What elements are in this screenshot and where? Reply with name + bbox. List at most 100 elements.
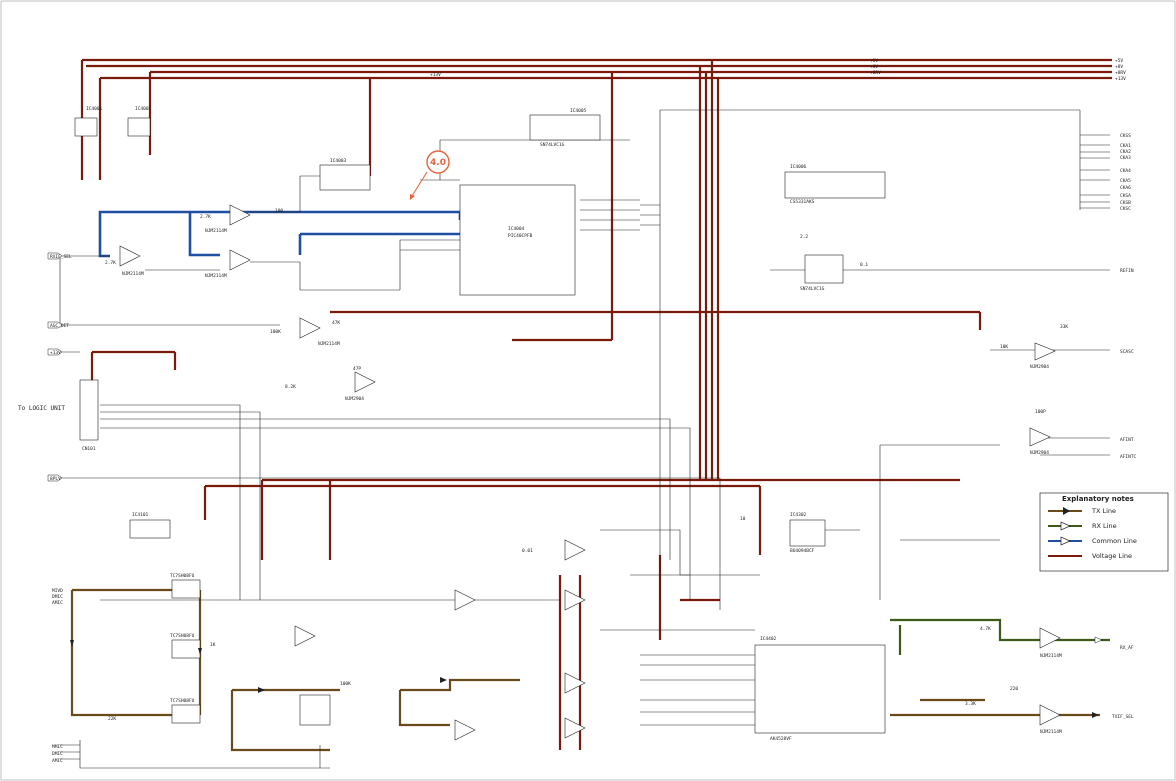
opamp-agc [299,317,321,339]
opamp-agc-part: NJM2114M [318,341,340,347]
legend-label-common: Common Line [1092,537,1137,545]
opamp-4002-part: NJM2114M [205,273,227,279]
ic-4002-label: IC4002 [135,106,152,112]
opamp-afint-part: NJM2904 [1030,450,1049,456]
right-mid-ports: CKSS CKA1 CKA2 CKA3 CKA4 CKA5 CKA6 CKSA … [1120,133,1131,212]
net-label-8v: +8V [870,64,878,70]
value-labels: 100 2.7K 2.7K 100K 47K 8.2K 47P 10K 33K … [105,208,1068,722]
legend: Explanatory notes TX Line RX Line Common… [1039,492,1169,572]
r4412b-value: 4.7K [980,626,991,632]
opamp-rxif [119,245,141,267]
ic-4005-part: SN74LVC1G [540,142,565,148]
legend-item-voltage: Voltage Line [1048,552,1132,560]
arrow-right-hollow-icon [1060,521,1071,531]
port-13v: +13V [47,348,63,356]
r4105-value: 22K [108,716,116,722]
port-cksa: CKSA [1120,193,1131,199]
opamp-scasc [1034,342,1056,361]
ic-shift [789,519,826,547]
arrow-right-filled-icon [1063,507,1070,515]
c4503-value: 0.1 [860,262,868,268]
signal-wiring [59,109,1110,769]
ic-4003-label: IC4003 [330,158,347,164]
tx-arrow-icon [258,687,265,693]
opamp-4001-part: NJM2114M [205,228,227,234]
svg-text:RXIF_SEL: RXIF_SEL [50,254,72,260]
ic-switch [299,694,331,726]
arrow-right-blue-icon [1060,536,1071,546]
tx-arrow-icon [70,640,74,647]
port-cka4: CKA4 [1120,168,1131,174]
port-amic-bottom: AMIC [52,758,63,764]
port-8plv: 8PLV [47,474,63,482]
port-rxif-sel: RXIF_SEL [47,252,72,260]
c4507-value: 2.2 [800,234,808,240]
legend-item-common: Common Line [1048,536,1137,546]
ic-4101-label: IC4101 [132,512,149,518]
gate-4102-part: TC7SH08FU [170,633,195,639]
ic-codec [754,644,886,734]
port-cksc: CKSC [1120,206,1131,212]
opamp-rxaf [1039,627,1061,649]
gate-4101-part: TC7SH08FU [170,573,195,579]
r4421-value: 33K [1060,324,1068,330]
opamp-rxif-part: NJM2114M [122,271,144,277]
ic-4006-label: IC4006 [790,164,807,170]
r4012-value: 100K [270,329,281,335]
port-txif-sel: TXIF_SEL [1112,714,1134,720]
components: IC4004 PIC40CPFB IC4001 IC4002 IC4003 IC… [74,106,1062,742]
ic-flipflop-part: SN74LVC1G [800,286,825,292]
ic-mcu-part: PIC40CPFB [508,233,533,239]
rx-arrow-icon [1094,636,1103,644]
r4103-value: 1K [210,642,216,648]
ic-4005 [529,114,601,141]
right-ports: REFIN SCASC AFINT AFINTC RX_AF TXIF_SEL [1112,268,1137,720]
opamp-13v [354,371,376,393]
ic-4002 [127,117,151,137]
c4303-value: 0.01 [522,548,533,554]
ic-codec-part: AK4528VF [770,736,792,742]
port-cka2: CKA2 [1120,149,1131,155]
direction-arrows [70,636,1103,718]
c4501-value: 10 [740,516,746,522]
legend-item-rx: RX Line [1048,521,1117,531]
port-agc-det: AGC_DET [47,321,69,329]
c4417-value: 100P [1035,409,1046,415]
ic-codec-label: IC4402 [760,636,777,642]
ic-4001 [74,117,98,137]
ic-mcu [459,184,576,296]
opamp-4301 [454,589,476,611]
port-afintc: AFINTC [1120,454,1137,460]
opamp-scasc-part: NJM2904 [1030,364,1049,370]
svg-text:+13V: +13V [50,350,61,356]
port-scasc: SCASC [1120,349,1134,355]
connector-cn101-label: CN101 [82,446,96,452]
port-5v: +5V [1115,58,1123,64]
port-amic-top: AMIC [52,600,63,606]
legend-label-tx: TX Line [1091,507,1116,515]
opamp-4303 [564,539,586,561]
port-8rv: +8RV [1115,70,1126,76]
port-13v-right: +13V [1115,76,1126,82]
opamp-txif-part: NJM2114M [1040,729,1062,735]
ic-4006 [784,171,886,199]
r4003-value: 2.7K [105,260,116,266]
tx-arrow-icon [440,677,447,683]
legend-label-voltage: Voltage Line [1092,552,1132,560]
tx-arrow-icon [198,648,202,655]
right-top-ports: +5V +8V +8RV +13V +5V +8V +8RV +13V [430,58,1126,82]
opamp-4001 [229,204,251,226]
port-cka3: CKA3 [1120,155,1131,161]
legend-item-tx: TX Line [1048,507,1116,515]
net-label-5v: +5V [870,58,878,64]
connector-cn101 [79,379,99,441]
port-rx-af: RX_AF [1120,645,1134,651]
port-mivd: MIVD [52,588,63,594]
net-label-8rv: +8RV [870,70,881,76]
step-marker: 4.0 [410,150,450,200]
voltage-rails [80,58,1112,750]
r4412-value: 10K [1000,344,1008,350]
ic-4101 [129,519,171,539]
opamp-rxaf-part: NJM2114M [1040,653,1062,659]
